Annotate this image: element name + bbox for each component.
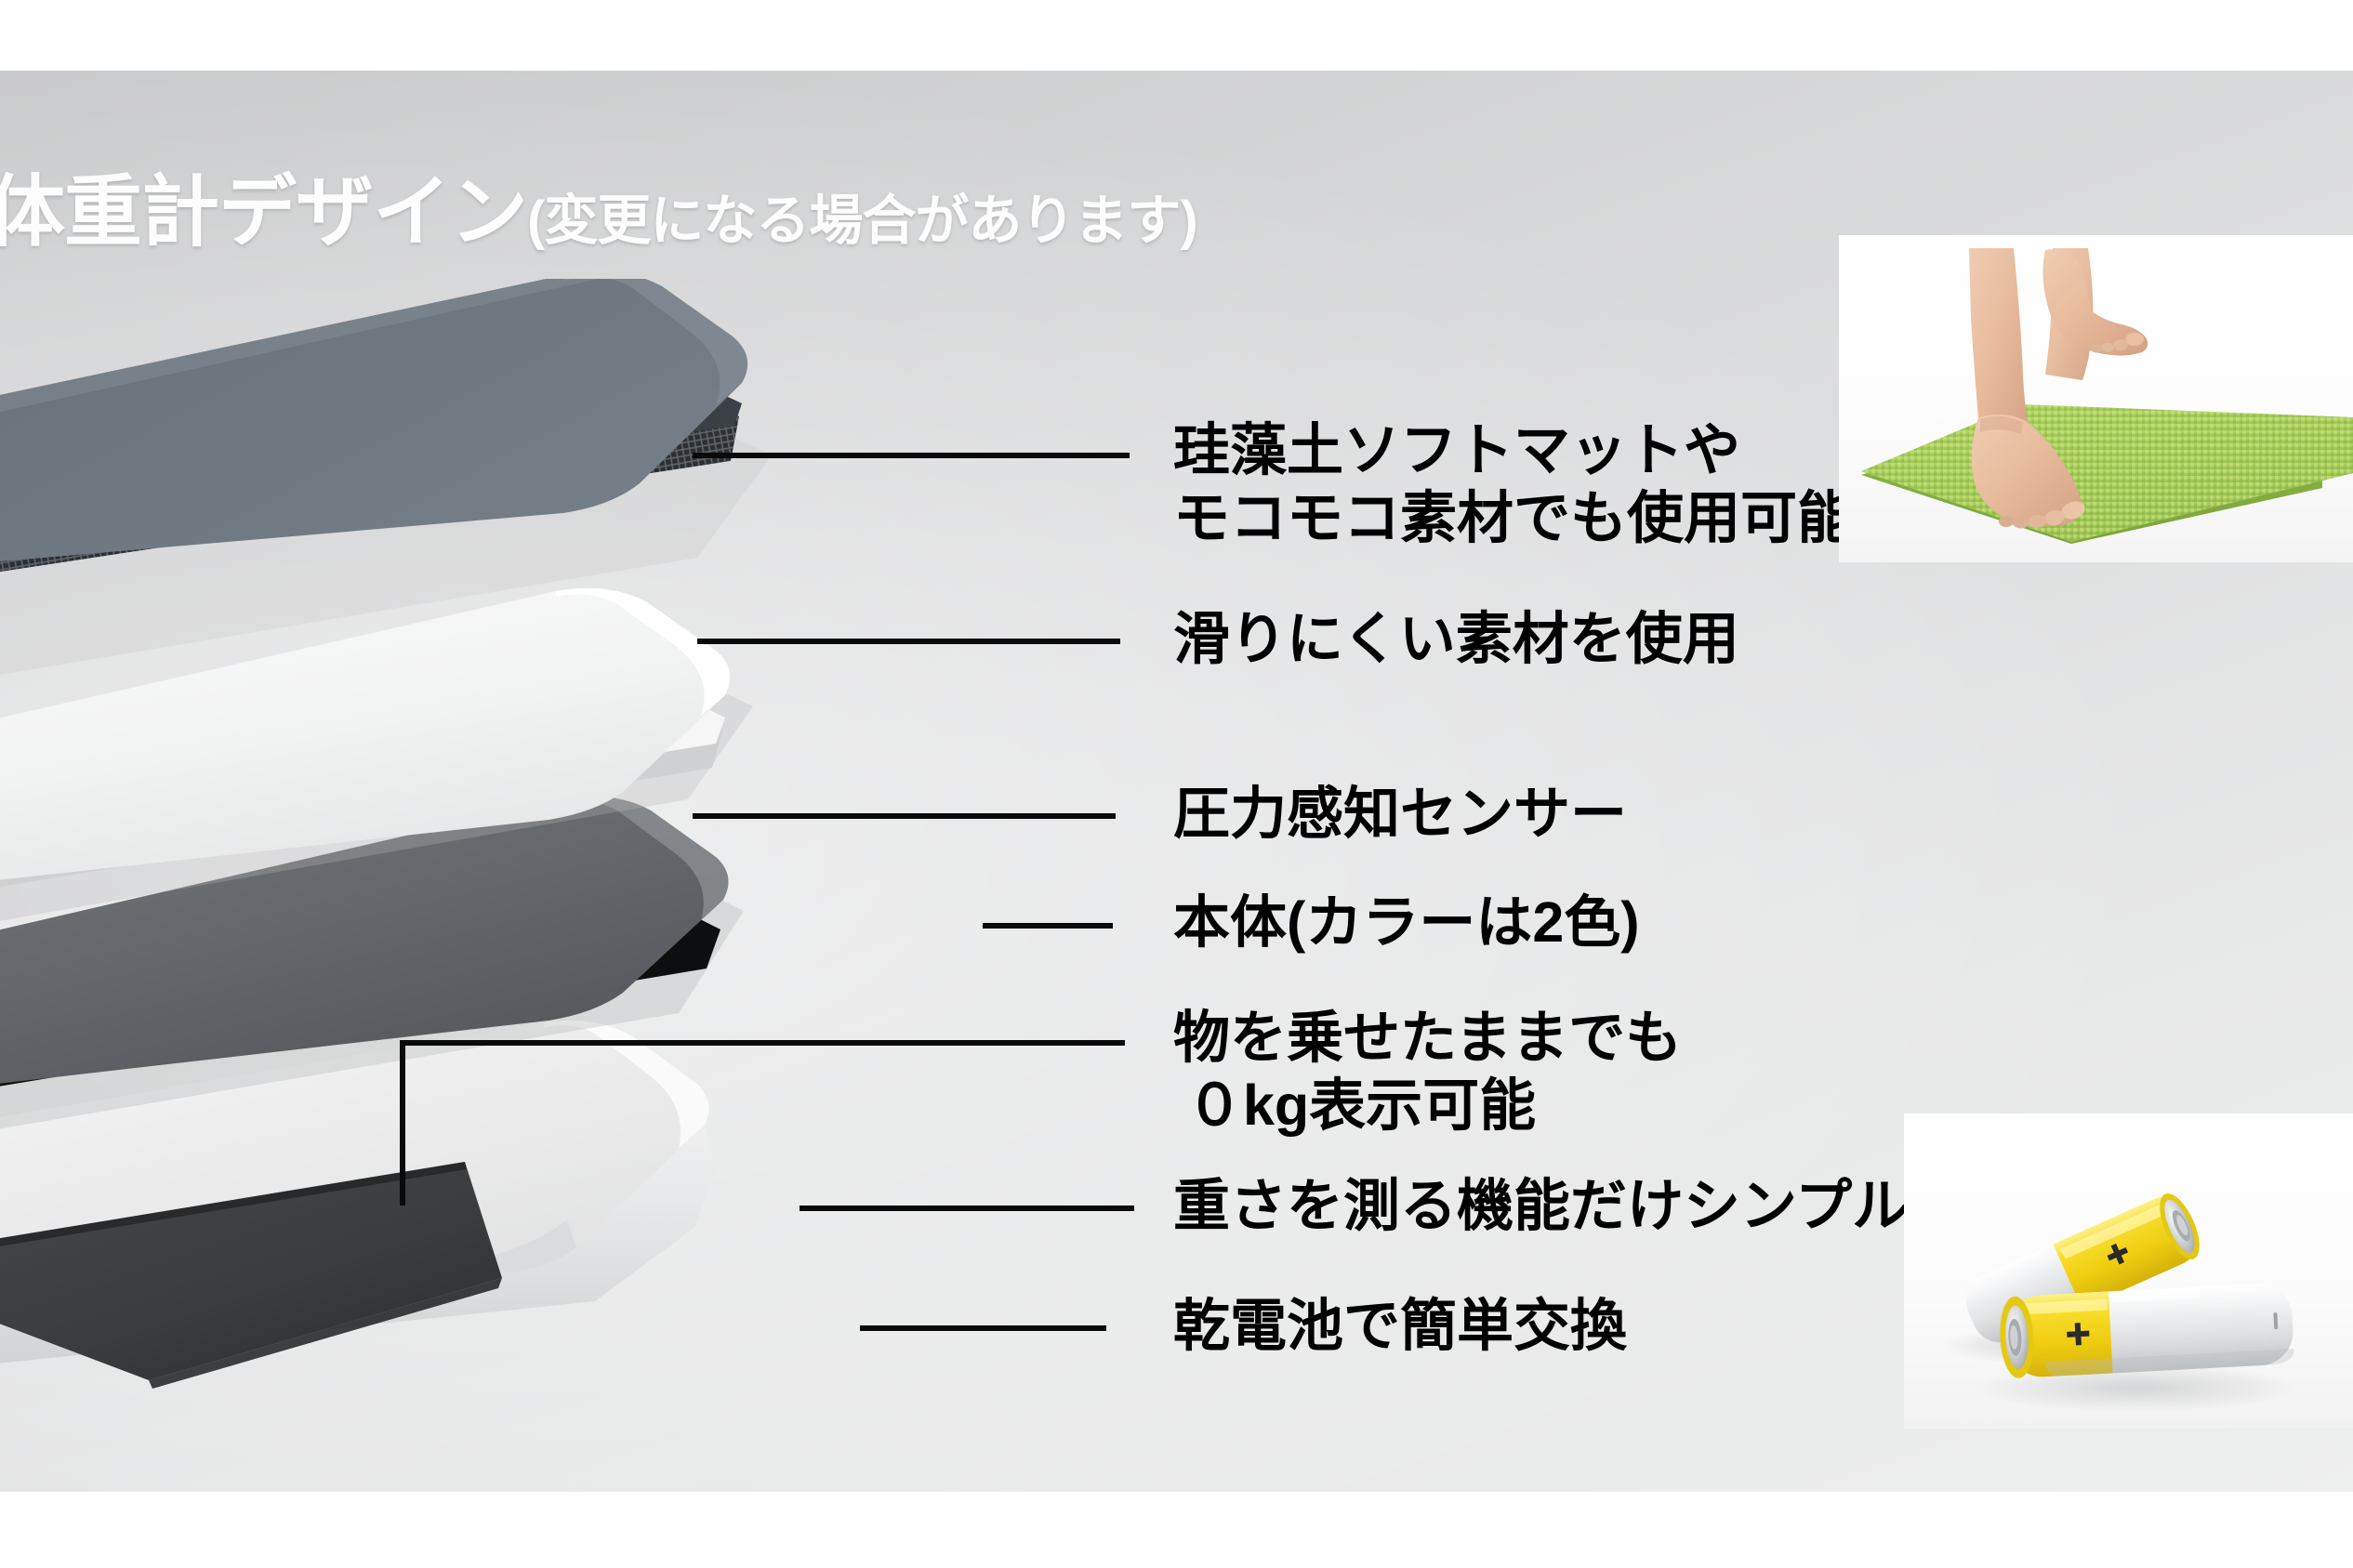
leader-line-soft-mat	[693, 453, 1130, 458]
callout-non-slip-line-1: 滑りにくい素材を使用	[1173, 607, 1739, 670]
plus-sign-upper	[2107, 1243, 2129, 1265]
battery-lower	[2000, 1284, 2294, 1378]
leader-line-non-slip	[697, 639, 1120, 644]
callout-pressure-sensor-line-1: 圧力感知センサー	[1173, 782, 1628, 845]
callout-soft-mat-line-1: 珪藻土ソフトマットや	[1173, 418, 1741, 481]
callout-simple-function-line-1: 重さを測る機能だけシンプル	[1173, 1174, 1910, 1237]
callout-simple-function: 重さを測る機能だけシンプル	[1173, 1171, 1909, 1240]
leader-line-zero-display-horizontal	[400, 1040, 1125, 1046]
callout-soft-mat-line-2: モコモコ素材でも使用可能	[1173, 486, 1855, 550]
callout-pressure-sensor: 圧力感知センサー	[1173, 779, 1627, 848]
layer-diatomaceous-soft-mat-plate	[0, 279, 772, 675]
callout-non-slip: 滑りにくい素材を使用	[1173, 604, 1739, 673]
page-title: 体重計デザイン(変更になる場合があります)	[0, 173, 1198, 251]
callout-soft-mat: 珪藻土ソフトマットや モコモコ素材でも使用可能	[1173, 416, 1854, 552]
leader-line-zero-display-vertical	[400, 1040, 405, 1206]
callout-zero-display: 物を乗せたままでも ０kg表示可能	[1173, 1004, 1682, 1140]
leader-line-pressure-sensor	[693, 813, 1116, 819]
layer-pressure-sensor-plate	[0, 796, 744, 1129]
callout-zero-display-line-1: 物を乗せたままでも	[1173, 1006, 1683, 1069]
callout-battery-swap-line-1: 乾電池で簡単交換	[1173, 1294, 1628, 1357]
callout-body-colors: 本体(カラーは2色)	[1173, 888, 1640, 956]
callout-battery-swap: 乾電池で簡単交換	[1173, 1291, 1627, 1360]
exploded-view-bathroom-scale	[0, 279, 1078, 1496]
page-title-main: 体重計デザイン	[0, 168, 528, 256]
display-panel	[0, 1162, 502, 1389]
page-title-note: (変更になる場合があります)	[527, 191, 1198, 251]
callout-zero-display-line-2: ０kg表示可能	[1186, 1074, 1537, 1138]
plus-sign-lower	[2067, 1323, 2090, 1346]
leader-line-body-colors	[983, 923, 1113, 929]
callout-body-colors-line-1: 本体(カラーは2色)	[1173, 890, 1640, 954]
layer-non-slip-sheet	[0, 587, 753, 921]
photo-aa-batteries	[1904, 1113, 2353, 1429]
leader-line-simple-function	[800, 1206, 1134, 1211]
leader-line-battery-swap	[860, 1325, 1106, 1331]
photo-feet-on-green-shag-mat	[1839, 235, 2353, 562]
